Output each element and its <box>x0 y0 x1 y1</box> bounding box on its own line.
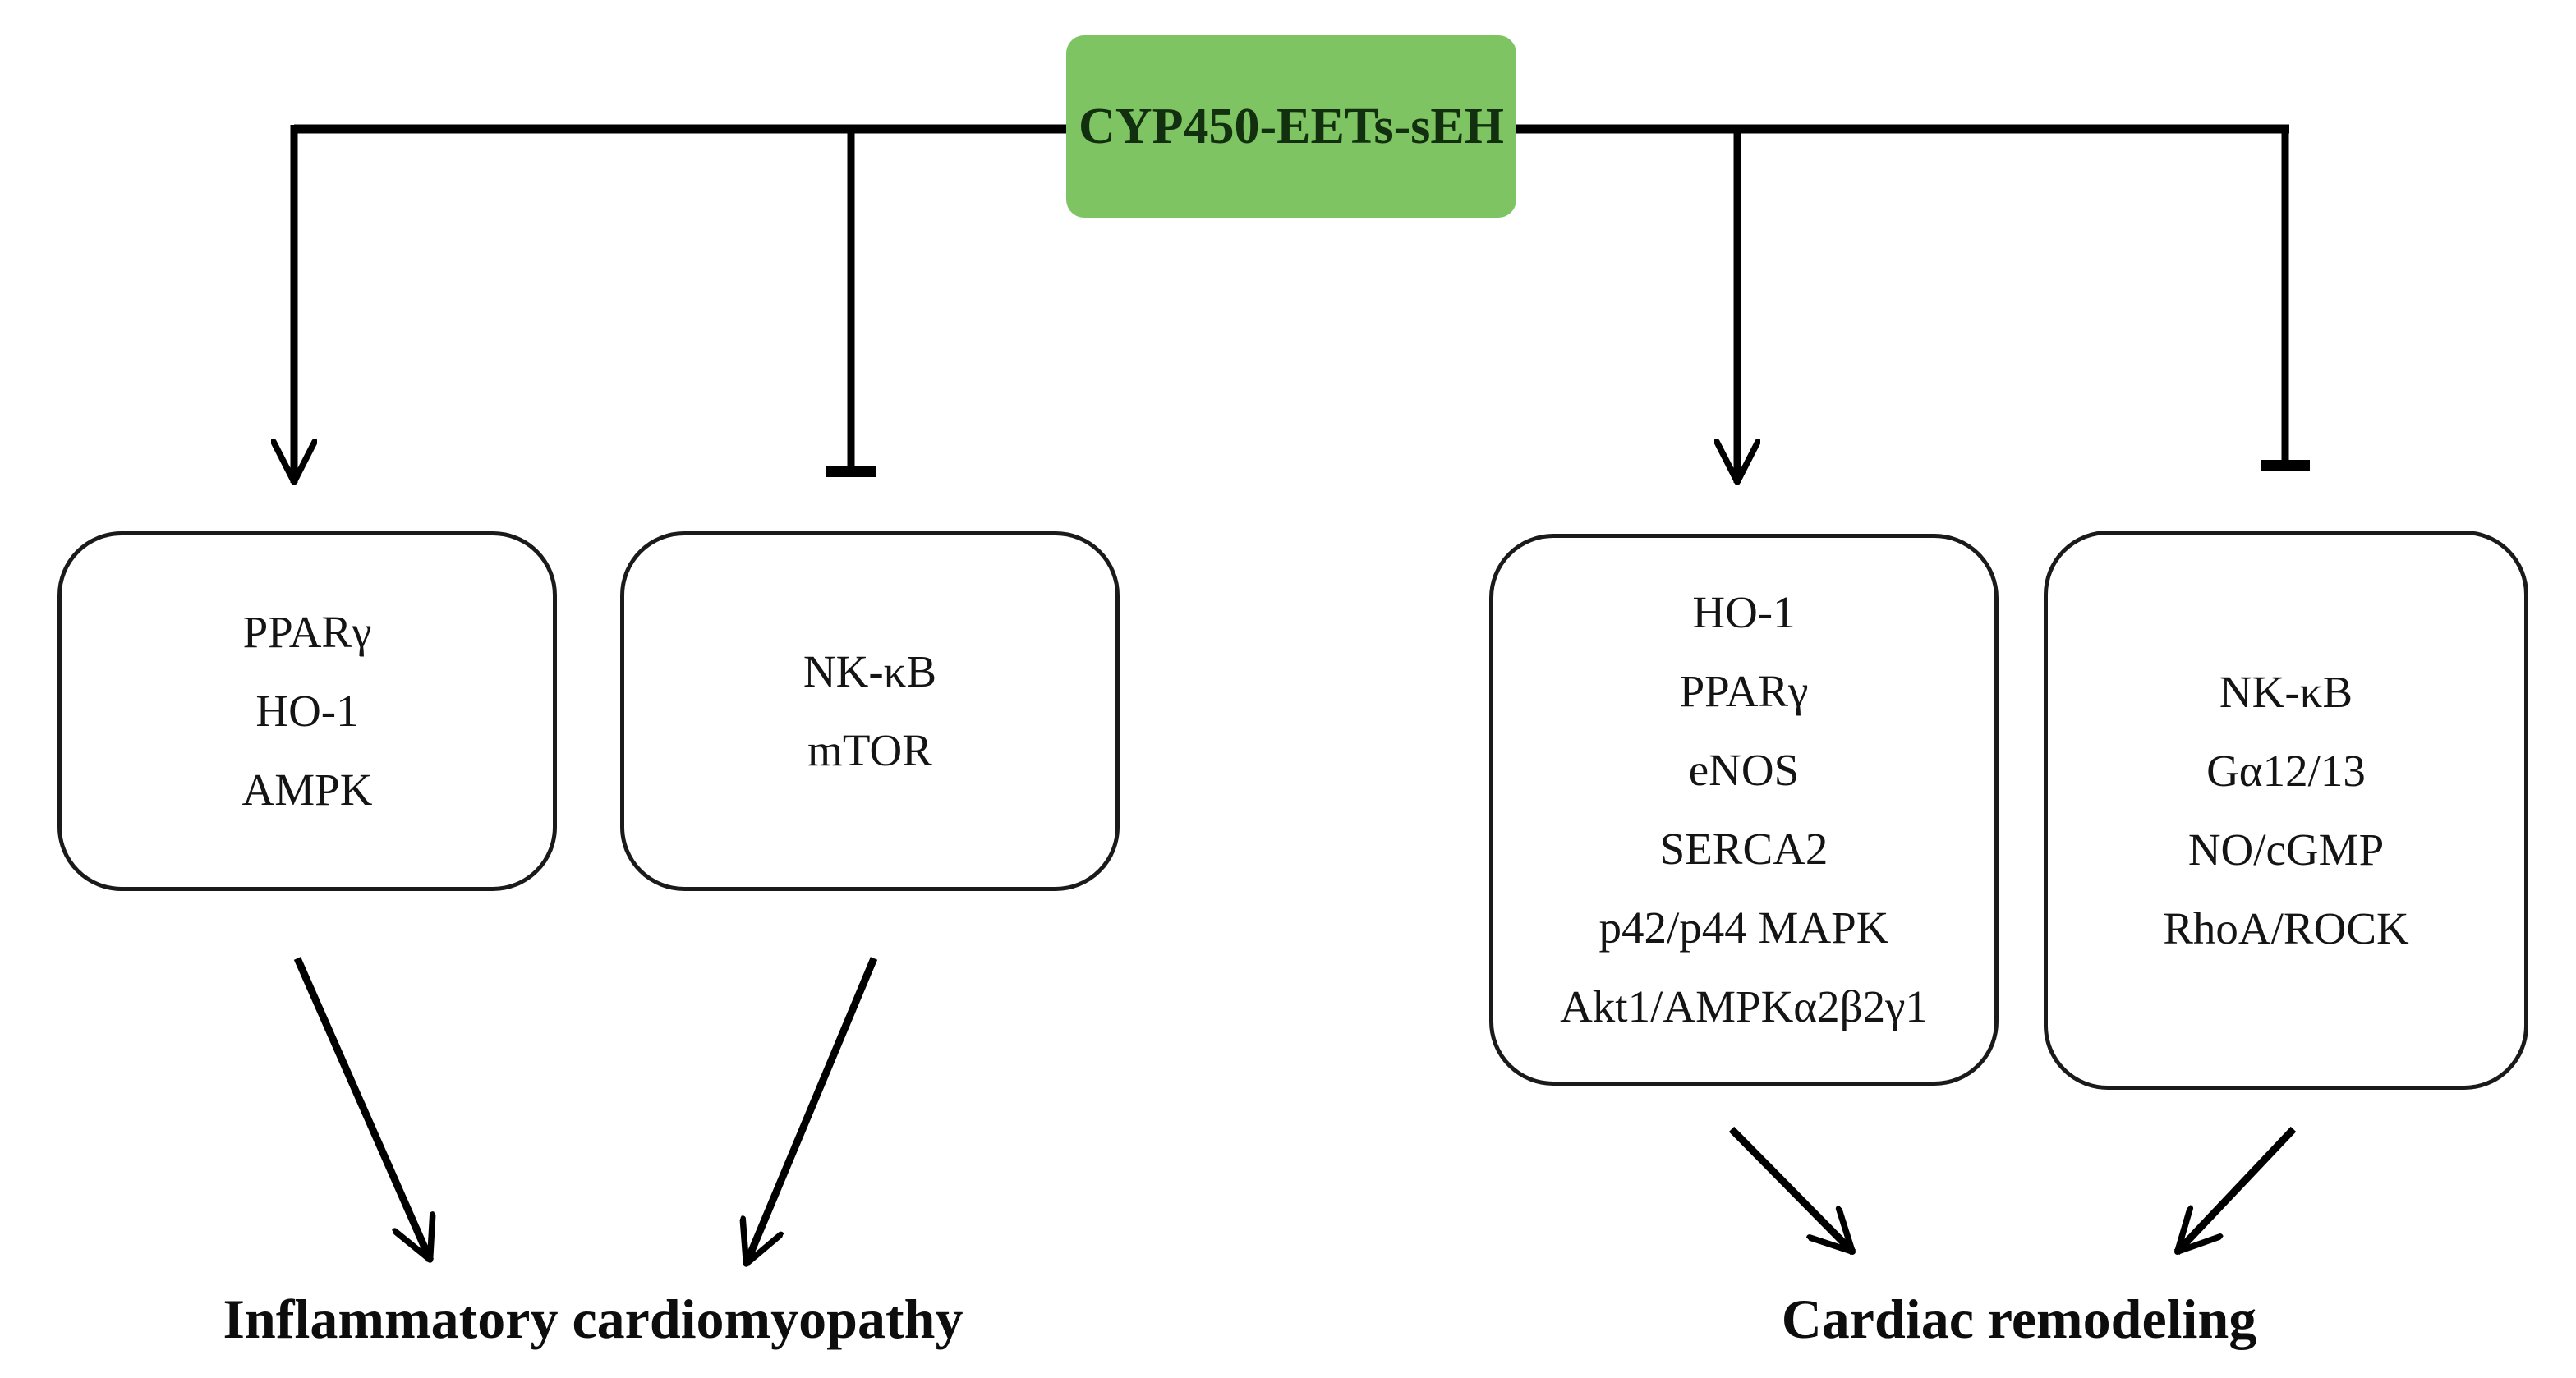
pathway-item: PPARγ <box>1679 666 1809 716</box>
pathway-item: NK-κB <box>2219 666 2353 717</box>
pathway-box-left-activated: PPARγ HO-1 AMPK <box>58 531 557 891</box>
outcome-arrow-left-2 <box>746 957 878 1265</box>
pathway-box-right-activated: HO-1 PPARγ eNOS SERCA2 p42/p44 MAPK Akt1… <box>1489 534 1999 1086</box>
root-node-label: CYP450-EETs-sEH <box>1079 98 1504 154</box>
pathway-box-right-inhibited: NK-κB Gα12/13 NO/cGMP RhoA/ROCK <box>2044 531 2528 1090</box>
pathway-item: SERCA2 <box>1659 824 1828 874</box>
pathway-item: NK-κB <box>803 646 937 696</box>
pathway-item: HO-1 <box>1692 587 1796 637</box>
pathway-item: Akt1/AMPKα2β2γ1 <box>1560 981 1928 1031</box>
outcome-arrow-left-1 <box>293 957 430 1261</box>
outcome-label-cardiac-remodeling: Cardiac remodeling <box>1781 1288 2257 1350</box>
pathway-box-left-inhibited: NK-κB mTOR <box>620 531 1120 891</box>
pathway-item: HO-1 <box>255 686 359 736</box>
root-node-cyp450-eets-seh: CYP450-EETs-sEH <box>1066 35 1516 218</box>
pathway-item: PPARγ <box>242 607 372 657</box>
outcome-arrow-right-2 <box>2174 1126 2297 1256</box>
pathway-item: p42/p44 MAPK <box>1598 903 1889 953</box>
pathway-item: Gα12/13 <box>2206 745 2366 796</box>
outcome-label-inflammatory-cardiomyopathy: Inflammatory cardiomyopathy <box>223 1288 964 1350</box>
pathway-item: eNOS <box>1688 745 1800 795</box>
outcome-arrow-right-1 <box>1728 1126 1856 1256</box>
pathway-item: RhoA/ROCK <box>2163 903 2409 953</box>
pathway-item: mTOR <box>807 725 932 775</box>
pathway-item: AMPK <box>242 765 373 815</box>
pathway-item: NO/cGMP <box>2187 824 2385 875</box>
